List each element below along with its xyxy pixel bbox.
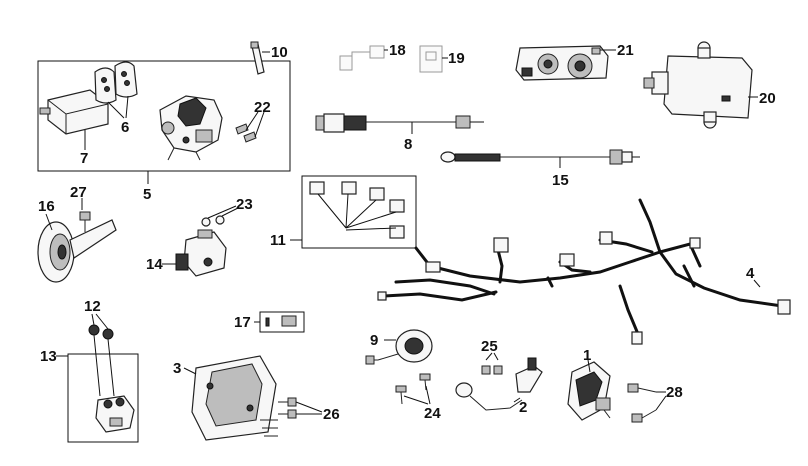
callout-10: 10 xyxy=(271,44,288,61)
part-19-relay-block xyxy=(419,45,448,73)
part-28-bolts xyxy=(627,383,667,423)
part-22-screws xyxy=(235,123,257,143)
callout-27: 27 xyxy=(70,184,87,201)
part-21-switch-panel xyxy=(515,45,616,81)
ignition-kit-group xyxy=(37,60,291,184)
part-16-horn xyxy=(37,213,117,283)
part-9-buzzer xyxy=(365,329,433,365)
part-14-relay-switch xyxy=(162,229,227,277)
callout-19: 19 xyxy=(448,50,465,67)
callout-21: 21 xyxy=(617,42,634,59)
callout-22: 22 xyxy=(254,99,271,116)
part-10-fuse-clip xyxy=(250,41,270,75)
callout-16: 16 xyxy=(38,198,55,215)
part-25-connectors xyxy=(481,352,503,375)
callout-1: 1 xyxy=(583,347,591,364)
callout-5: 5 xyxy=(143,186,151,203)
callout-12: 12 xyxy=(84,298,101,315)
part-12-nuts xyxy=(88,313,115,397)
callout-9: 9 xyxy=(370,332,378,349)
callout-20: 20 xyxy=(759,90,776,107)
callout-8: 8 xyxy=(404,136,412,153)
callout-13: 13 xyxy=(40,348,57,365)
part-13-starter-relay-group xyxy=(56,353,139,443)
callout-15: 15 xyxy=(552,172,569,189)
part-1-ignition-coil xyxy=(567,359,611,421)
part-23-screws xyxy=(201,205,239,227)
part-6-remote-fobs xyxy=(94,61,138,104)
part-27-horn-bolt xyxy=(79,198,91,232)
starter-relay-body xyxy=(95,395,135,433)
callout-3: 3 xyxy=(173,360,181,377)
part-2-sensor-cable xyxy=(455,357,543,411)
part-18-relay xyxy=(339,45,388,71)
part-15-ground-cable xyxy=(440,149,640,168)
part-8-sensor-cable xyxy=(315,113,484,134)
part-3-regulator xyxy=(183,355,278,441)
callout-23: 23 xyxy=(236,196,253,213)
part-11-connector-group xyxy=(290,175,417,249)
callout-11: 11 xyxy=(270,232,286,249)
callout-28: 28 xyxy=(666,384,683,401)
ignition-lock-assembly xyxy=(159,95,223,161)
callout-14: 14 xyxy=(146,256,163,273)
part-7-cdi-unit xyxy=(39,89,109,135)
callout-7: 7 xyxy=(80,150,88,167)
callout-18: 18 xyxy=(389,42,406,59)
callout-25: 25 xyxy=(481,338,498,355)
part-4-wiring-harness xyxy=(377,198,791,345)
callout-2: 2 xyxy=(519,399,527,416)
part-24-bolts xyxy=(395,373,431,405)
callout-24: 24 xyxy=(424,405,441,422)
callout-26: 26 xyxy=(323,406,340,423)
part-17-fuse-holder xyxy=(254,311,305,333)
part-26-bolts xyxy=(278,397,323,419)
callout-6: 6 xyxy=(121,119,129,136)
callout-17: 17 xyxy=(234,314,251,331)
part-20-control-module xyxy=(643,41,758,129)
callout-4: 4 xyxy=(746,265,755,282)
